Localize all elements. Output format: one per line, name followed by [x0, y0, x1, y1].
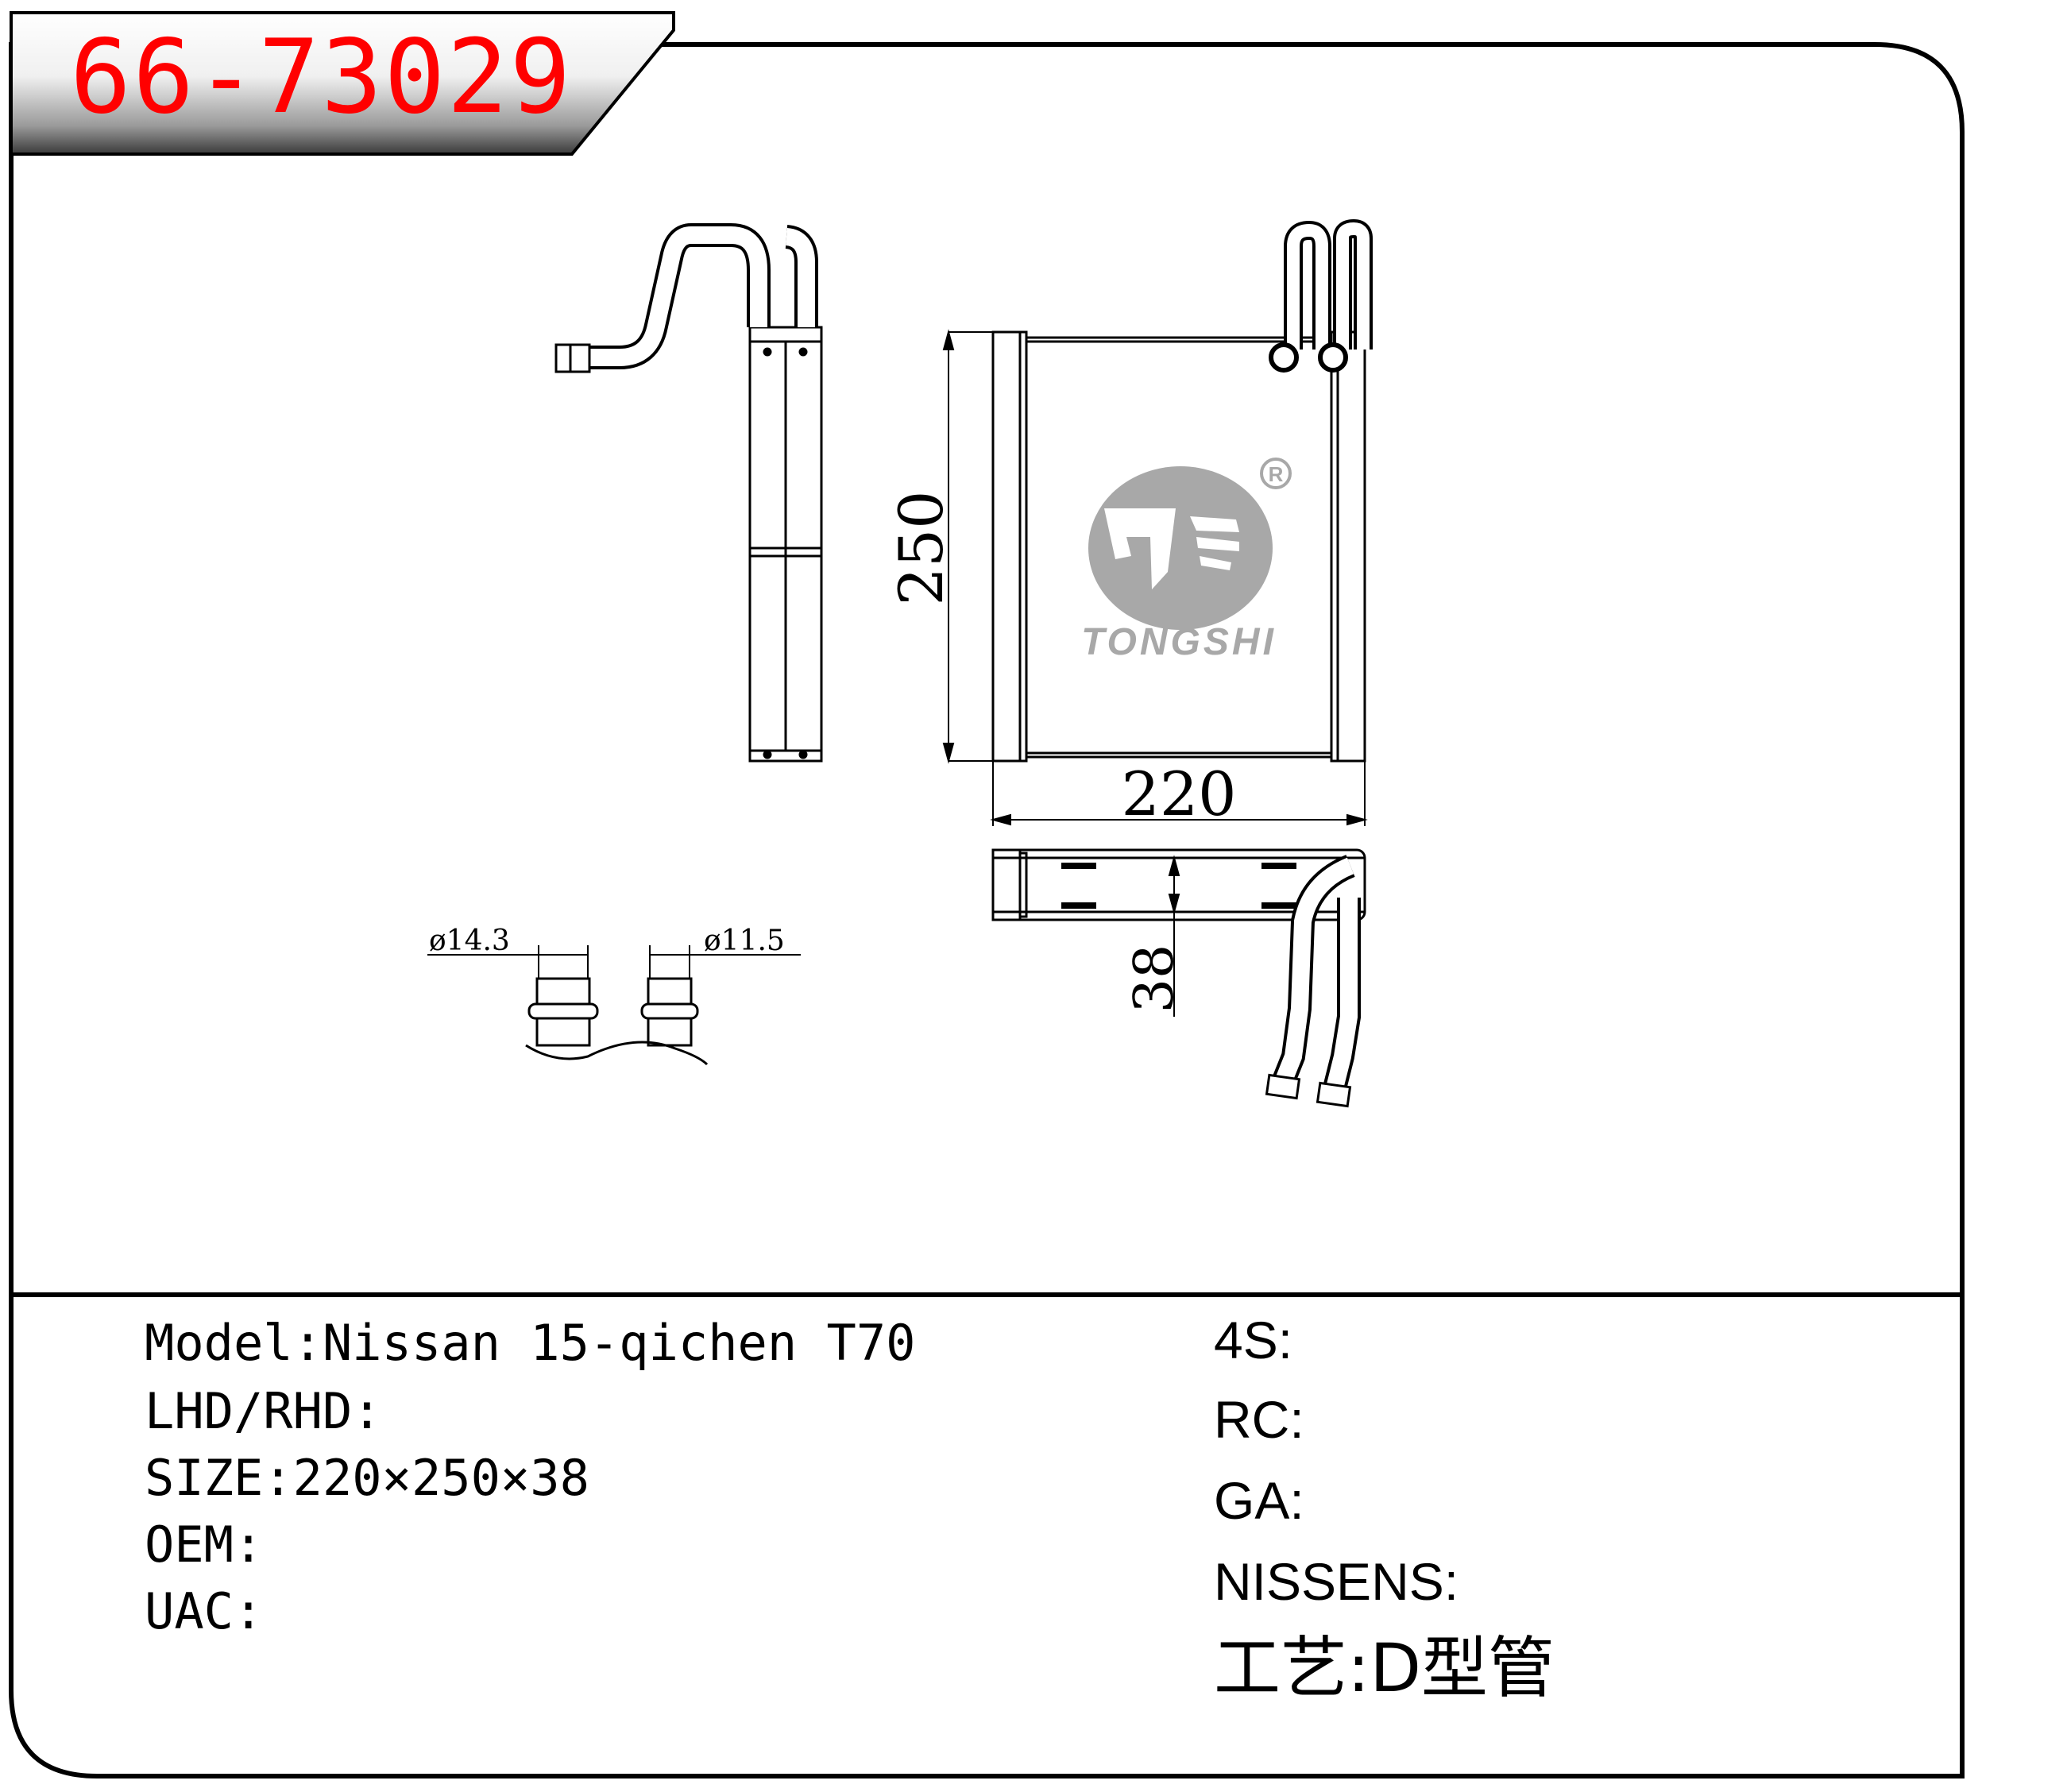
process-value: D型管: [1370, 1629, 1555, 1707]
dim-height: [942, 329, 993, 764]
spec-model-value: Nissan 15-qichen T70: [322, 1314, 916, 1372]
dim-width: [990, 761, 1368, 826]
header-tab: [10, 11, 675, 156]
spec-model-label: Model:: [145, 1314, 323, 1372]
spec-oem-label: OEM:: [145, 1516, 264, 1574]
ref-nissens-label: NISSENS:: [1214, 1552, 1459, 1611]
process-row: 工艺:D型管: [1214, 1635, 1555, 1701]
outer-frame: [9, 42, 1965, 1778]
ref-4s-label: 4S:: [1214, 1311, 1293, 1369]
registered-mark: R: [1269, 462, 1284, 486]
dim-depth: [1168, 855, 1180, 1017]
pipe-detail: [427, 945, 801, 1066]
side-view: [554, 223, 823, 763]
tongshi-logo: R TONGSHI: [1081, 458, 1292, 663]
spec-uac-label: UAC:: [145, 1582, 264, 1640]
top-view: [991, 848, 1366, 1108]
spec-size-row: SIZE:220×250×38: [145, 1454, 589, 1503]
spec-model-row: Model:Nissan 15-qichen T70: [145, 1319, 916, 1368]
spec-lhd-rhd-label: LHD/RHD:: [145, 1382, 382, 1440]
pipe-dia-left-label: ø14.3: [429, 925, 510, 957]
spec-size-label: SIZE:: [145, 1449, 293, 1507]
ref-rc-label: RC:: [1214, 1390, 1304, 1449]
dim-height-label: 250: [886, 490, 956, 605]
brand-wordmark: TONGSHI: [1081, 621, 1277, 663]
spec-oem-row: OEM:: [145, 1520, 263, 1570]
spec-uac-row: UAC:: [145, 1587, 263, 1636]
dim-width-label: 220: [1121, 759, 1236, 829]
part-number: 66-73029: [70, 18, 573, 137]
ref-ga-label: GA:: [1214, 1471, 1304, 1530]
spec-size-value: 220×250×38: [292, 1449, 589, 1507]
process-label: 工艺:: [1214, 1629, 1370, 1707]
spec-lhd-rhd-row: LHD/RHD:: [145, 1387, 382, 1436]
front-view: [991, 218, 1373, 763]
dim-depth-label: 38: [1123, 944, 1186, 1014]
pipe-dia-right-label: ø11.5: [704, 925, 785, 957]
